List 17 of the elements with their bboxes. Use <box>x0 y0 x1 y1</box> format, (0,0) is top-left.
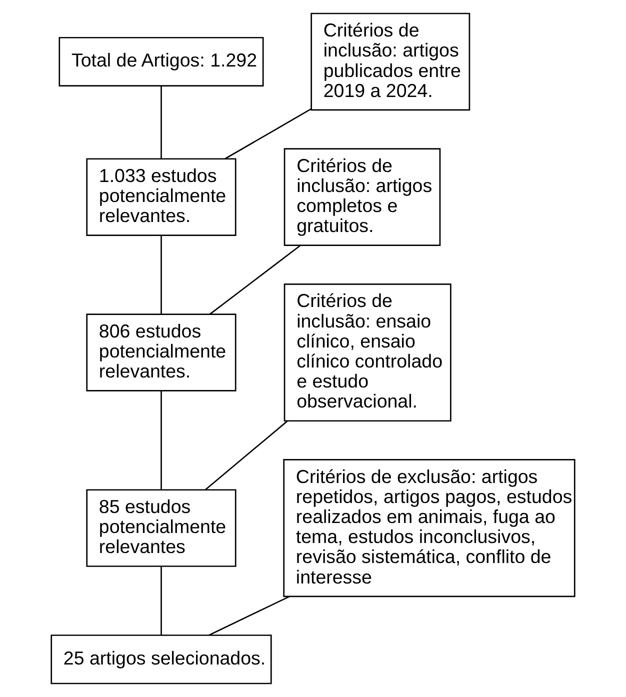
node-box: 1.033 estudos potencialmente relevantes. <box>86 158 236 236</box>
connector <box>160 566 162 635</box>
connector <box>160 86 162 159</box>
node-box: Total de Artigos: 1.292 <box>58 36 264 87</box>
connector <box>208 596 290 636</box>
node-box: Critérios de exclusão: artigos repetidos, artigos pagos, estudos realizados em animais, fuga ao tema, estudos inconclusivos, revisão sistemática, conflito de interesse <box>283 459 576 598</box>
node-box: Critérios de inclusão: ensaio clínico, ensaio clínico controlado e estudo observacional. <box>284 284 452 422</box>
node-box: 25 artigos selecionados. <box>50 634 272 684</box>
node-box: 85 estudos potencialmente relevantes <box>86 489 236 567</box>
connector <box>210 244 301 315</box>
node-box: Critérios de inclusão: artigos publicados entre 2019 a 2024. <box>310 12 470 111</box>
node-box: Critérios de inclusão: artigos completos e gratuitos. <box>284 148 441 246</box>
connector <box>160 235 162 314</box>
connector <box>224 108 312 160</box>
connector <box>204 420 288 490</box>
node-box: 806 estudos potencialmente relevantes. <box>86 314 236 392</box>
connector <box>160 390 162 490</box>
